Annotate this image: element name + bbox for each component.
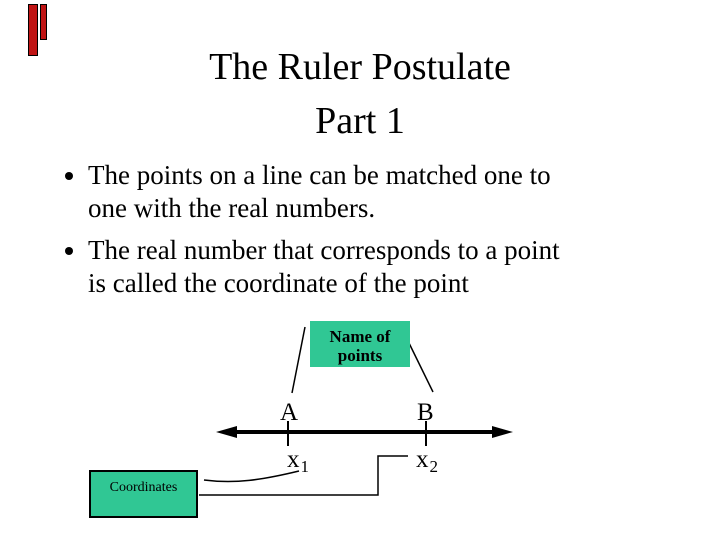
bullet-item: The real number that corresponds to a po… [88,234,720,300]
name-of-points-callout: Name of points [310,321,410,367]
bullet-list: The points on a line can be matched one … [60,159,720,309]
coordinate-x2-label: x2 [416,446,439,476]
slide-title-line1: The Ruler Postulate [209,46,511,88]
connector-name-to-b [407,340,434,393]
slide-title-line2: Part 1 [315,100,405,142]
coordinate-x2-subscript: 2 [429,457,439,476]
coordinate-x1-base: x [287,446,300,473]
bullet-line: one with the real numbers. [88,193,376,223]
coordinate-x2-base: x [416,446,429,473]
right-arrowhead-icon [492,426,513,438]
coordinate-x1-subscript: 1 [300,457,310,476]
connector-coordinates-to-x1 [203,470,300,483]
connector-name-to-a [291,326,306,394]
coordinates-label: Coordinates [109,480,178,495]
bullet-line: The real number that corresponds to a po… [88,235,560,265]
name-of-points-line2: points [337,346,383,365]
red-accent-bar-tall [28,4,38,56]
point-a-label: A [280,399,299,426]
slide-title: The Ruler Postulate Part 1 [0,40,720,148]
bullet-item: The points on a line can be matched one … [88,159,720,225]
name-of-points-line1: Name of [329,327,391,346]
coordinate-x1-label: x1 [287,446,310,476]
point-b-label: B [417,399,434,426]
bullet-line: is called the coordinate of the point [88,268,469,298]
red-accent-bar-short [40,4,47,40]
bullet-line: The points on a line can be matched one … [88,160,551,190]
coordinates-callout: Coordinates [89,470,198,518]
left-arrowhead-icon [216,426,237,438]
